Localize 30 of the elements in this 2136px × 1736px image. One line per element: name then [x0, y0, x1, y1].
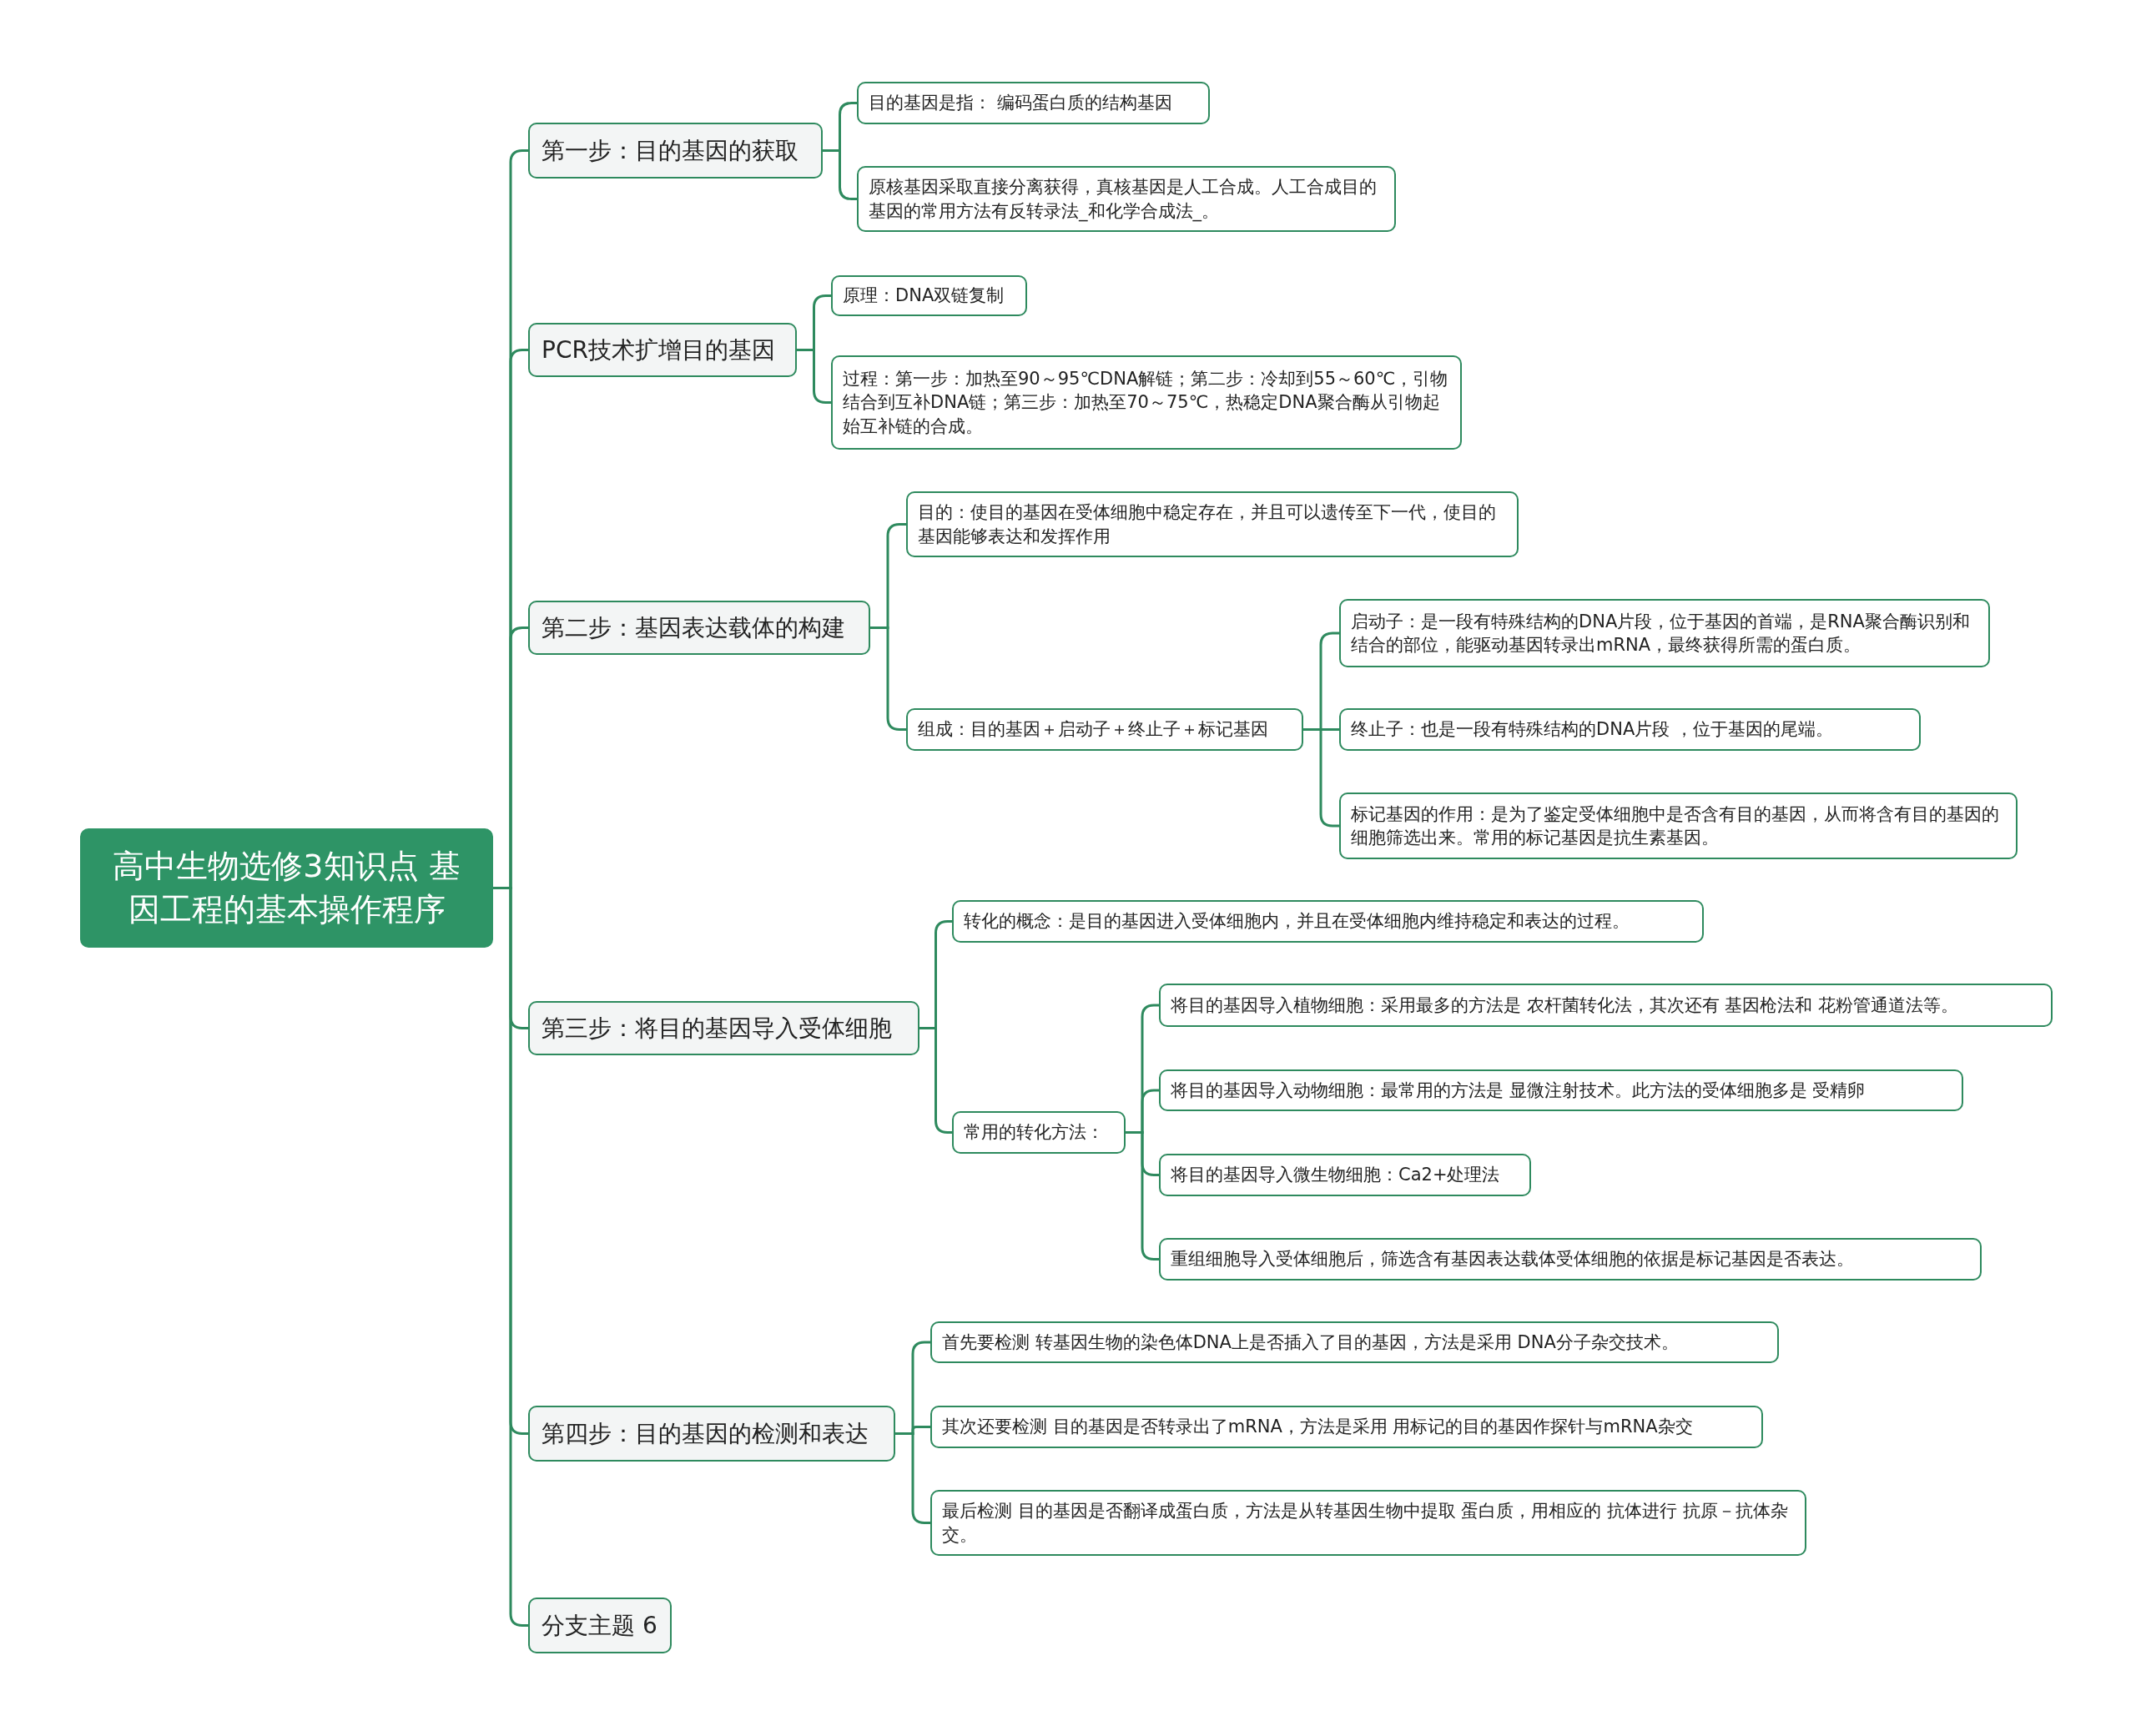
topic-box: 第三步：将目的基因导入受体细胞 [528, 1001, 919, 1055]
subtopic-box: 将目的基因导入动物细胞：最常用的方法是 显微注射技术。此方法的受体细胞多是 受精卵 [1159, 1069, 1963, 1111]
topic-box: 第一步：目的基因的获取 [528, 123, 823, 179]
connector-line [1303, 728, 1339, 828]
subtopic-box: 首先要检测 转基因生物的染色体DNA上是否插入了目的基因，方法是采用 DNA分子杂交技术。 [930, 1321, 1779, 1363]
subtopic-box: 终止子：也是一段有特殊结构的DNA片段 ，位于基因的尾端。 [1339, 708, 1921, 751]
subtopic-box: 目的基因是指： 编码蛋白质的结构基因 [857, 82, 1210, 124]
subtopic-box: 重组细胞导入受体细胞后，筛选含有基因表达载体受体细胞的依据是标记基因是否表达。 [1159, 1238, 1982, 1281]
subtopic-box: 其次还要检测 目的基因是否转录出了mRNA，方法是采用 用标记的目的基因作探针与mRNA杂交 [930, 1406, 1763, 1448]
topic-box: 第四步：目的基因的检测和表达 [528, 1406, 895, 1462]
subtopic-box: 组成：目的基因＋启动子＋终止子＋标记基因 [906, 708, 1303, 751]
subtopic-box: 过程：第一步：加热至90～95℃DNA解链；第二步：冷却到55～60℃，引物结合到互补DNA链；第三步：加热至70～75℃，热稳定DNA聚合酶从引物起始互补链的合成。 [831, 355, 1462, 450]
subtopic-box: 原理：DNA双链复制 [831, 275, 1027, 316]
subtopic-box: 最后检测 目的基因是否翻译成蛋白质，方法是从转基因生物中提取 蛋白质，用相应的 抗体进行 抗原－抗体杂交。 [930, 1490, 1806, 1556]
topic-box: PCR技术扩增目的基因 [528, 323, 797, 377]
central-topic-box: 高中生物选修3知识点 基因工程的基本操作程序 [80, 828, 493, 948]
subtopic-box: 常用的转化方法： [952, 1111, 1126, 1154]
subtopic-box: 目的：使目的基因在受体细胞中稳定存在，并且可以遗传至下一代，使目的基因能够表达和发挥作用 [906, 491, 1519, 557]
connector-line [870, 626, 906, 731]
subtopic-box: 启动子：是一段有特殊结构的DNA片段，位于基因的首端，是RNA聚合酶识别和结合的部位，能驱动基因转录出mRNA，最终获得所需的蛋白质。 [1339, 599, 1990, 667]
topic-box: 第二步：基因表达载体的构建 [528, 601, 870, 655]
subtopic-box: 原核基因采取直接分离获得，真核基因是人工合成。人工合成目的基因的常用方法有反转录法_和化学合成法_。 [857, 166, 1396, 232]
connector-line [797, 349, 831, 404]
topic-box: 分支主题 6 [528, 1598, 672, 1653]
subtopic-box: 标记基因的作用：是为了鉴定受体细胞中是否含有目的基因，从而将含有目的基因的细胞筛选出来。常用的标记基因是抗生素基因。 [1339, 793, 2018, 859]
subtopic-box: 转化的概念：是目的基因进入受体细胞内，并且在受体细胞内维持稳定和表达的过程。 [952, 900, 1704, 943]
subtopic-box: 将目的基因导入微生物细胞：Ca2+处理法 [1159, 1154, 1531, 1196]
subtopic-box: 将目的基因导入植物细胞：采用最多的方法是 农杆菌转化法，其次还有 基因枪法和 花粉管通道法等。 [1159, 984, 2053, 1027]
connector-line [895, 1432, 930, 1524]
connector-line [823, 149, 857, 200]
